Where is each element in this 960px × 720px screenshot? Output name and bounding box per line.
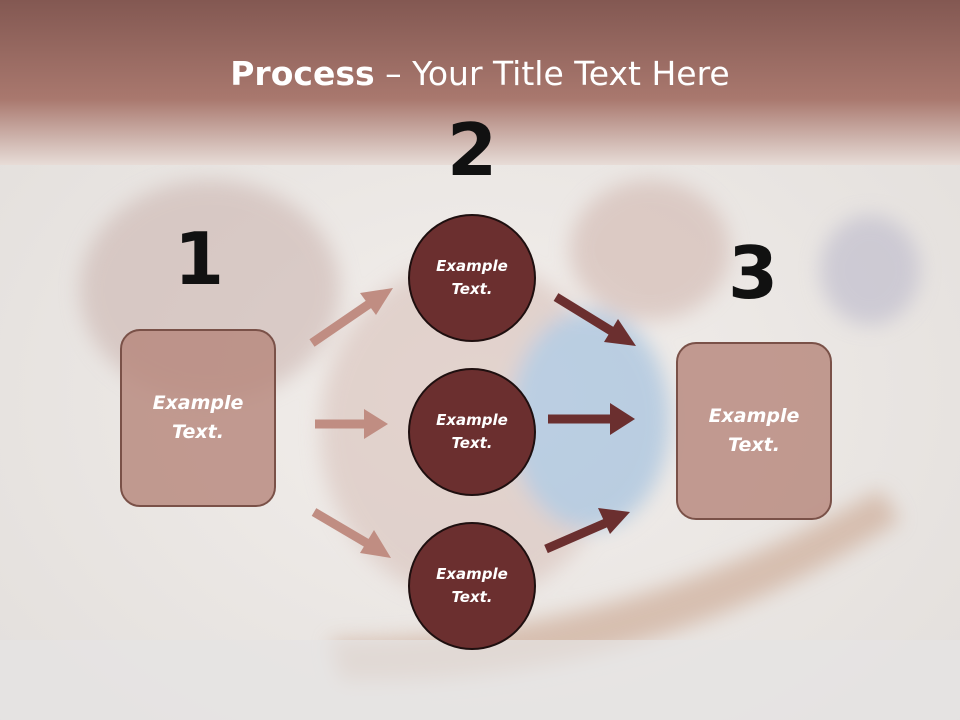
arrow-1-to-bottom [311, 508, 391, 558]
title-rest: Your Title Text Here [412, 54, 730, 93]
title-dash: – [374, 54, 413, 93]
circle-top-text: Example Text. [436, 257, 508, 298]
arrow-bottom-to-3 [544, 508, 630, 554]
step-number-1: 1 [173, 217, 225, 301]
arrow-1-to-top [309, 288, 393, 347]
title-bold: Process [230, 54, 375, 93]
arrow-top-to-3 [553, 293, 636, 346]
step-3-text: Example Text. [708, 405, 800, 456]
step-1-text: Example Text. [152, 392, 244, 443]
step-number-2: 2 [446, 108, 498, 192]
step-number-3: 3 [727, 231, 779, 315]
step-1-box: Example Text. [120, 329, 276, 507]
step-3-box: Example Text. [676, 342, 832, 520]
arrow-1-to-middle [315, 409, 388, 439]
step-2-circle-top: Example Text. [408, 214, 536, 342]
circle-bottom-text: Example Text. [436, 565, 508, 606]
step-2-circle-middle: Example Text. [408, 368, 536, 496]
step-2-circle-bottom: Example Text. [408, 522, 536, 650]
circle-middle-text: Example Text. [436, 411, 508, 452]
arrow-middle-to-3 [548, 403, 635, 435]
page-title: Process – Your Title Text Here [0, 52, 960, 96]
